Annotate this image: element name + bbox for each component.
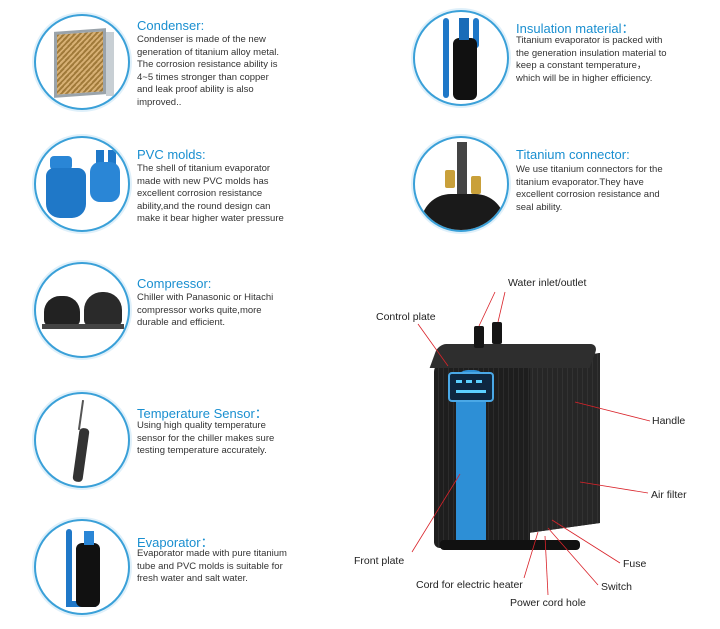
- label-front-plate: Front plate: [354, 555, 405, 567]
- panel-led: [476, 380, 482, 383]
- evaporator-title: Evaporator：: [137, 535, 214, 550]
- compressor-unit: [44, 296, 80, 326]
- connector-pipe: [457, 142, 467, 198]
- label-handle: Handle: [652, 415, 686, 427]
- pvc-part: [108, 150, 116, 164]
- condenser-image: [34, 14, 130, 110]
- pvc-molds-description: The shell of titanium evaporator made wi…: [137, 163, 284, 226]
- water-fitting: [474, 326, 484, 348]
- insulation-cap: [459, 18, 469, 40]
- panel-led: [456, 380, 462, 383]
- chiller-base: [440, 540, 580, 550]
- condenser-coil: [54, 28, 106, 98]
- sensor-line: testing temperature accurately.: [137, 445, 267, 457]
- label-power-cord-hole: Power cord hole: [510, 597, 586, 609]
- sensor-line: Using high quality temperature: [137, 420, 266, 431]
- sensor-probe: [72, 427, 90, 483]
- pvc-line: The shell of titanium evaporator: [137, 163, 271, 174]
- label-switch: Switch: [601, 581, 632, 593]
- insulation-material-description: Titanium evaporator is packed with the g…: [516, 35, 667, 85]
- insulation-line: Titanium evaporator is packed with: [516, 35, 663, 46]
- brass-fitting: [471, 176, 481, 194]
- compressor-image: [34, 262, 130, 358]
- evaporator-pipe: [66, 529, 72, 607]
- condenser-line: Condenser is made of the new: [137, 34, 266, 45]
- connector-line: seal ability.: [516, 201, 563, 213]
- chiller-control-panel: [448, 372, 494, 402]
- connector-line: titanium evaporator.They have: [516, 176, 644, 188]
- temperature-sensor-title: Temperature Sensor：: [137, 406, 268, 421]
- pvc-line: made with new PVC molds has: [137, 175, 269, 187]
- evaporator-image: [34, 519, 130, 615]
- label-cord-electric-heater: Cord for electric heater: [416, 579, 523, 591]
- evaporator-cap: [84, 531, 94, 545]
- compressor-description: Chiller with Panasonic or Hitachi compre…: [137, 292, 273, 330]
- evaporator-line: tube and PVC molds is suitable for: [137, 560, 283, 572]
- label-control-plate: Control plate: [376, 311, 436, 323]
- pvc-line: make it bear higher water pressure: [137, 213, 284, 225]
- condenser-line: 4~5 times stronger than copper: [137, 71, 269, 83]
- chiller-right-side: [528, 352, 600, 534]
- pvc-part: [50, 156, 72, 170]
- compressor-line: durable and efficient.: [137, 317, 226, 329]
- label-water-inlet-outlet: Water inlet/outlet: [508, 277, 587, 289]
- condenser-line: and leak proof ability is also: [137, 84, 254, 96]
- pvc-line: excellent corrosion resistance: [137, 188, 263, 200]
- compressor-line: compressor works quite,more: [137, 304, 262, 316]
- compressor-foot: [82, 324, 124, 329]
- insulation-line: keep a constant temperature，: [516, 60, 647, 72]
- sensor-wire: [77, 400, 85, 430]
- evaporator-line: Evaporator made with pure titanium: [137, 548, 287, 559]
- insulation-body: [453, 38, 477, 100]
- water-fitting: [492, 322, 502, 344]
- compressor-line: Chiller with Panasonic or Hitachi: [137, 292, 274, 303]
- evaporator-line: fresh water and salt water.: [137, 573, 248, 585]
- titanium-connector-title: Titanium connector:: [516, 147, 630, 162]
- connector-body: [421, 194, 505, 230]
- connector-line: excellent corrosion resistance and: [516, 189, 660, 201]
- condenser-line: generation of titanium alloy metal.: [137, 46, 280, 58]
- temperature-sensor-description: Using high quality temperature sensor fo…: [137, 420, 274, 458]
- compressor-unit: [84, 292, 122, 326]
- pvc-part: [96, 150, 104, 164]
- insulation-pipe: [443, 18, 449, 98]
- pvc-part: [46, 168, 86, 218]
- compressor-title: Compressor:: [137, 276, 212, 291]
- temperature-sensor-image: [34, 392, 130, 488]
- insulation-line: which will be in higher efficiency.: [516, 72, 653, 84]
- chiller-top: [429, 344, 599, 368]
- pvc-line: ability,and the round design can: [137, 200, 271, 212]
- panel-led: [456, 390, 486, 393]
- pvc-part: [90, 162, 120, 202]
- insulation-material-title: Insulation material：: [516, 21, 635, 36]
- label-fuse: Fuse: [623, 558, 647, 570]
- label-air-filter: Air filter: [651, 489, 687, 501]
- condenser-frame: [106, 32, 114, 96]
- insulation-line: the generation insulation material to: [516, 47, 667, 59]
- sensor-line: sensor for the chiller makes sure: [137, 432, 275, 444]
- connector-line: We use titanium connectors for the: [516, 164, 663, 175]
- brass-fitting: [445, 170, 455, 188]
- insulation-pipe: [473, 18, 479, 48]
- chiller-unit-image: [429, 300, 600, 550]
- titanium-connector-image: [413, 136, 509, 232]
- pvc-molds-title: PVC molds:: [137, 147, 206, 162]
- compressor-foot: [42, 324, 82, 329]
- panel-led: [466, 380, 472, 383]
- pvc-molds-image: [34, 136, 130, 232]
- condenser-title: Condenser:: [137, 18, 205, 33]
- condenser-line: improved..: [137, 96, 182, 108]
- evaporator-description: Evaporator made with pure titanium tube …: [137, 548, 287, 586]
- condenser-line: The corrosion resistance ability is: [137, 59, 278, 71]
- evaporator-body: [76, 543, 100, 607]
- titanium-connector-description: We use titanium connectors for the titan…: [516, 164, 663, 214]
- insulation-material-image: [413, 10, 509, 106]
- condenser-description: Condenser is made of the new generation …: [137, 34, 279, 110]
